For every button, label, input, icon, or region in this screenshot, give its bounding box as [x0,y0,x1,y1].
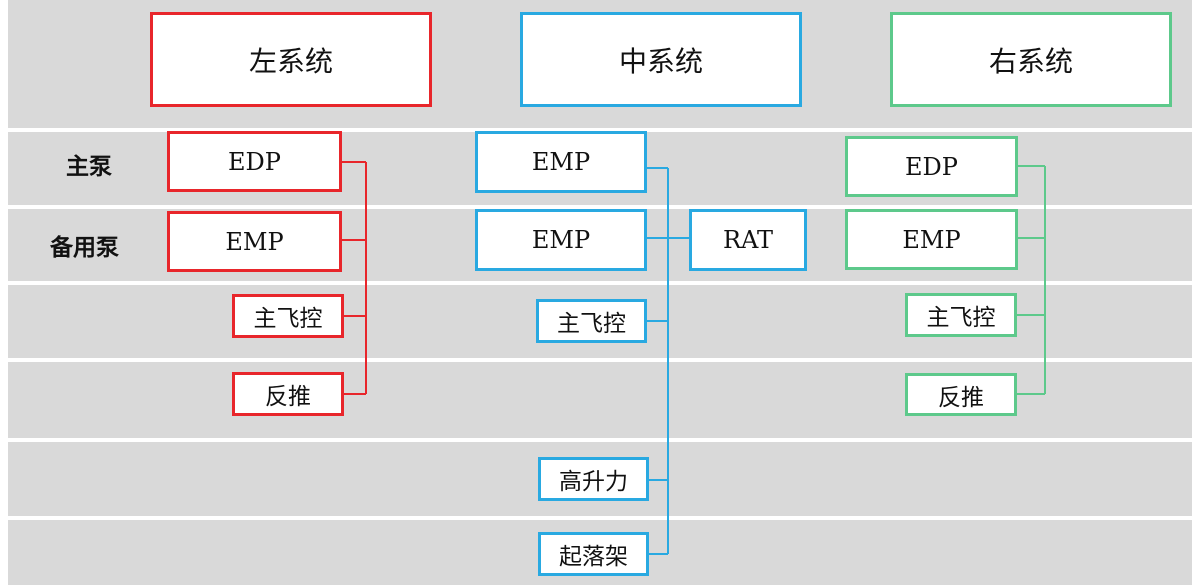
right-primary-flight-control: 主飞控 [905,293,1017,337]
left-system-connectors [340,161,367,395]
row-label-primary-pump: 主泵 [66,153,112,180]
right-primary-pump: EDP [845,136,1018,197]
center-primary-pump: EMP [475,131,647,193]
center-system-header: 中系统 [520,12,802,107]
center-primary-flight-control: 主飞控 [536,299,647,343]
left-thrust-reverser: 反推 [232,372,344,416]
row-label-backup-pump: 备用泵 [50,234,119,261]
center-backup-pump: EMP [475,209,647,271]
right-system-header: 右系统 [890,12,1172,107]
center-landing-gear: 起落架 [538,532,649,576]
left-primary-pump: EDP [167,131,342,192]
center-high-lift: 高升力 [538,457,649,501]
center-ram-air-turbine: RAT [689,209,807,271]
left-system-header: 左系统 [150,12,432,107]
left-backup-pump: EMP [167,211,342,272]
center-system-connectors [645,167,690,555]
left-primary-flight-control: 主飞控 [232,294,344,338]
right-thrust-reverser: 反推 [905,373,1017,416]
right-system-connectors [1015,165,1046,395]
right-backup-pump: EMP [845,209,1018,270]
